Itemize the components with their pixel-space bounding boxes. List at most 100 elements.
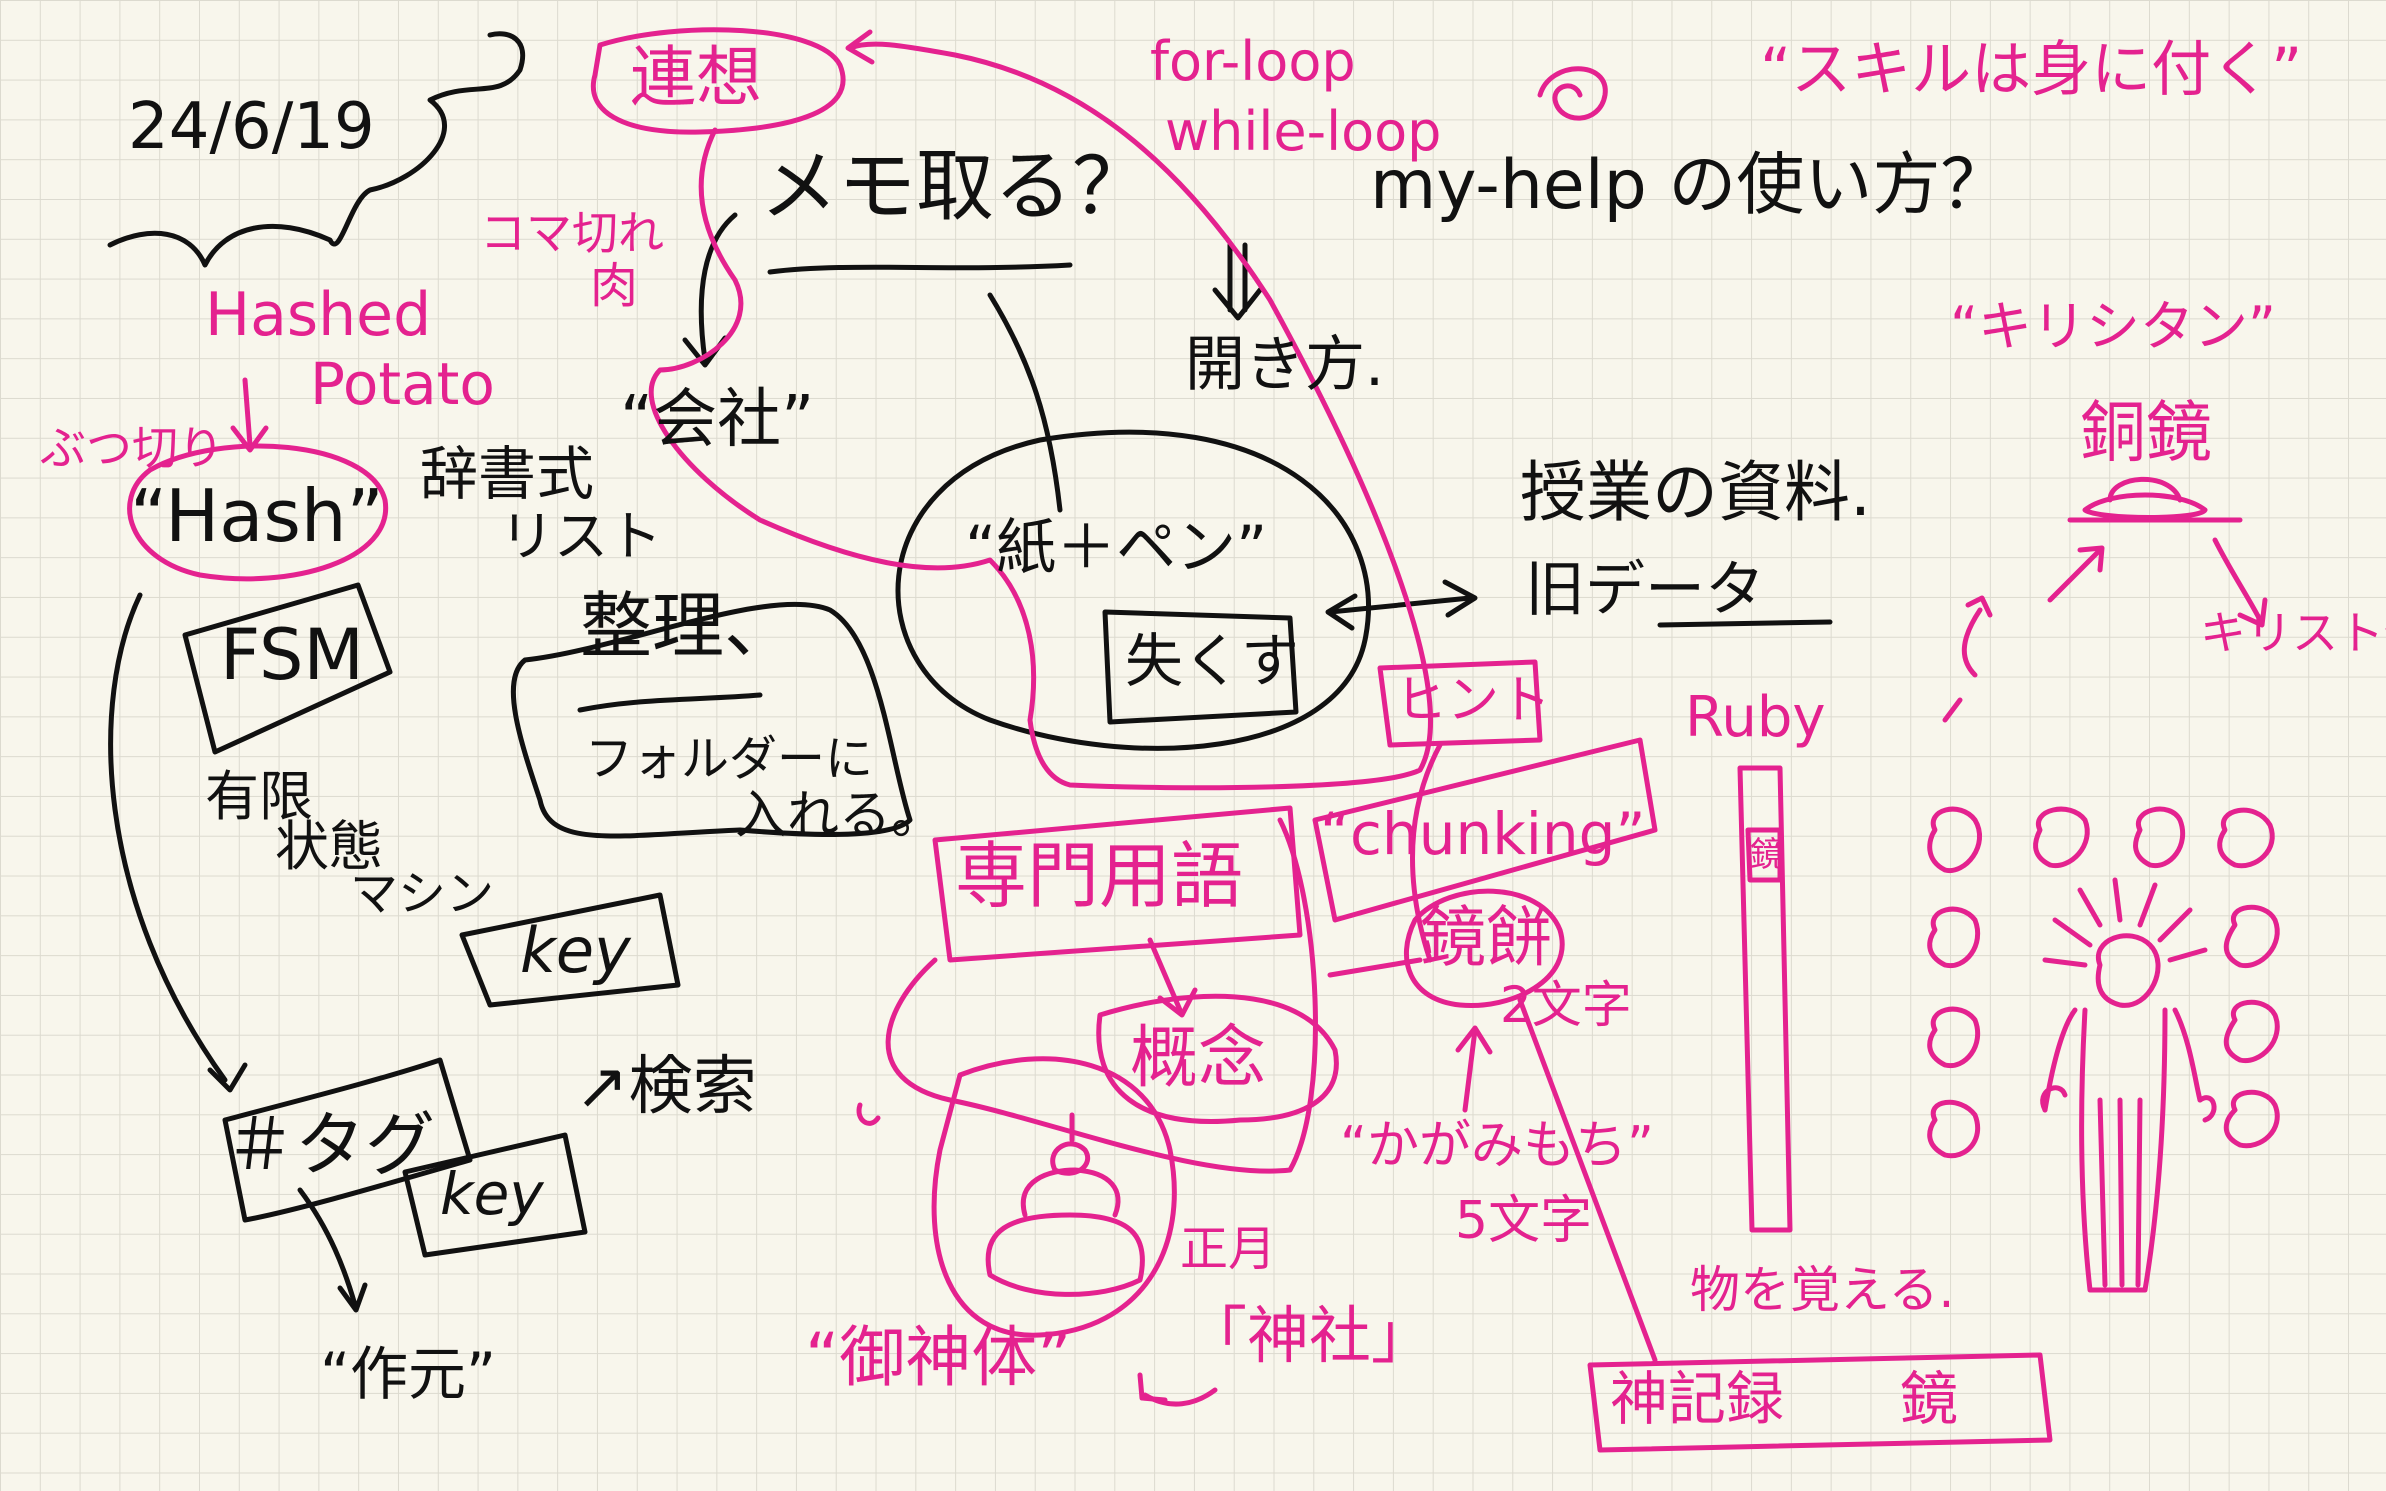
- ruby-label: Ruby: [1685, 685, 1826, 750]
- date-squiggle: [107, 31, 526, 268]
- hash-to-hashtag-arrow: [108, 592, 228, 1083]
- two-chars-label: 2文字: [1500, 976, 1632, 1034]
- meat-label: 肉: [590, 258, 639, 314]
- mirror-to-statue-arrow: [2212, 537, 2263, 623]
- goshintai-label: “御神体”: [805, 1319, 1072, 1396]
- class-materials: 授業の資料.: [1520, 454, 1871, 531]
- for-loop-label: for-loop: [1150, 30, 1356, 93]
- mirror-to-xiong-arrow: [2047, 547, 2103, 603]
- concept-label: 概念: [1130, 1019, 1267, 1098]
- shrine-circle: [931, 1056, 1177, 1338]
- christ-rays: [2042, 877, 2208, 968]
- buttsugiri-label: ぶつ切り: [40, 421, 224, 475]
- mirror-mochi-circle: [1404, 888, 1565, 1009]
- mirror-to-statue-arrow-head: [2237, 597, 2268, 628]
- hashed-label: Hashed: [205, 280, 432, 350]
- memo-to-company-arrow: [698, 212, 738, 363]
- company-label: “会社”: [620, 383, 815, 457]
- my-help-question: my-help の使い方？: [1370, 146, 2009, 225]
- mirror-dome: [2107, 476, 2183, 503]
- potato-arrow-head: [230, 425, 269, 453]
- how-to-open: 開き方.: [1185, 330, 1385, 400]
- organize-underline: [577, 692, 763, 713]
- organize-label: 整理、: [580, 584, 797, 668]
- creator-label: “作元”: [320, 1340, 497, 1408]
- hash-label: “Hash”: [130, 474, 384, 558]
- memo-underline: [767, 262, 1073, 275]
- god-records-box: [1587, 1352, 2053, 1453]
- kagamimochi-up-arrow-head: [1455, 1025, 1493, 1055]
- ruby-kanji-box: [1745, 827, 1783, 883]
- hint-box: [1377, 659, 1543, 748]
- paper-pen-label: “紙＋ペン”: [965, 513, 1268, 583]
- folder-box: [510, 601, 913, 839]
- skill-quote: “スキルは身に付く”: [1760, 35, 2303, 105]
- dictionary-style-line2: リスト: [500, 505, 662, 568]
- xiong-label: ヒント: [1395, 671, 1552, 731]
- association-circle: [590, 27, 846, 135]
- ruby-bar: [1737, 765, 1793, 1233]
- christ-figure: [2040, 933, 2217, 1293]
- mirror-to-xiong-arrow-head: [2077, 545, 2105, 573]
- old-data-underline: [1657, 619, 1833, 628]
- hashtag-label: ＃タグ: [225, 1104, 435, 1186]
- xiong-hook-head: [1965, 595, 1993, 618]
- kagamimochi-label: “かがみもち”: [1340, 1116, 1654, 1176]
- key-label-1: key: [520, 914, 631, 987]
- mochi-to-records-line: [1517, 997, 1658, 1363]
- association-big-loop: [648, 41, 1433, 791]
- hashtag-box: [222, 1057, 473, 1223]
- shrine-back-arrow-head: [1137, 1372, 1168, 1403]
- chunking-to-terminology-line: [1327, 957, 1423, 978]
- disciple-circles: [1927, 806, 2280, 1159]
- mirror-icon: [2082, 492, 2208, 520]
- fsm-desc-line1: 有限: [205, 765, 313, 828]
- christ-statue-label: キリスト像: [2200, 606, 2386, 660]
- concept-bubble: [885, 817, 1318, 1174]
- fsm-label: FSM: [220, 614, 364, 696]
- hashtag-down-arrow: [297, 1187, 358, 1308]
- folder-line1: フォルダーに: [585, 731, 874, 787]
- new-year-label: 正月: [1180, 1221, 1277, 1277]
- paper-pen-ellipse: [895, 429, 1371, 751]
- xiong-left-arrow: [1942, 697, 1963, 723]
- five-chars-label: 5文字: [1455, 1191, 1593, 1251]
- fsm-box: [182, 582, 393, 755]
- old-data-arrow-tail: [1325, 593, 1358, 631]
- association-arrow-head: [845, 29, 875, 65]
- old-data: 旧データ: [1525, 555, 1765, 625]
- fsm-desc-line3: マシン: [350, 866, 495, 922]
- lose-box: [1102, 609, 1299, 725]
- key-box-1: [459, 892, 681, 1008]
- kagamimochi-up-arrow: [1462, 1027, 1478, 1113]
- memorize-label: 物を覚える.: [1690, 1261, 1955, 1319]
- date: 24/6/19: [128, 90, 375, 164]
- lose-label: 失くす: [1125, 627, 1300, 695]
- potato-label: Potato: [310, 350, 495, 418]
- memo-taking-text: メモ取る？: [760, 142, 1151, 232]
- kagamimochi-top: [1020, 1167, 1121, 1218]
- concept-box: [1096, 993, 1339, 1124]
- hash-circle: [127, 443, 389, 582]
- open-arrow-head: [1212, 287, 1263, 321]
- potato-arrow: [242, 377, 253, 448]
- terminology-label: 専門用語: [955, 834, 1244, 918]
- memo-to-paper-line: [987, 292, 1063, 513]
- shrine-label: 「神社」: [1185, 1299, 1434, 1372]
- xiong-hook: [1961, 607, 1983, 678]
- fsm-desc-line2: 状態: [275, 815, 383, 878]
- christian-label: “キリシタン”: [1950, 295, 2276, 358]
- old-data-arrow-head: [1442, 579, 1478, 618]
- key-box-2: [402, 1132, 588, 1258]
- mirror-mochi-label: 鏡餅: [1420, 899, 1552, 976]
- kagamimochi-tangerine: [1050, 1141, 1091, 1176]
- folder-line2: 入れる。: [735, 786, 944, 846]
- komagire-label: コマ切れ: [480, 206, 664, 260]
- bullet-mark: [856, 1102, 881, 1126]
- search-label: ↗検索: [575, 1050, 757, 1124]
- terminology-box: [932, 805, 1303, 963]
- association-label: 連想: [630, 39, 762, 116]
- hint-to-chunking-line: [1410, 742, 1443, 963]
